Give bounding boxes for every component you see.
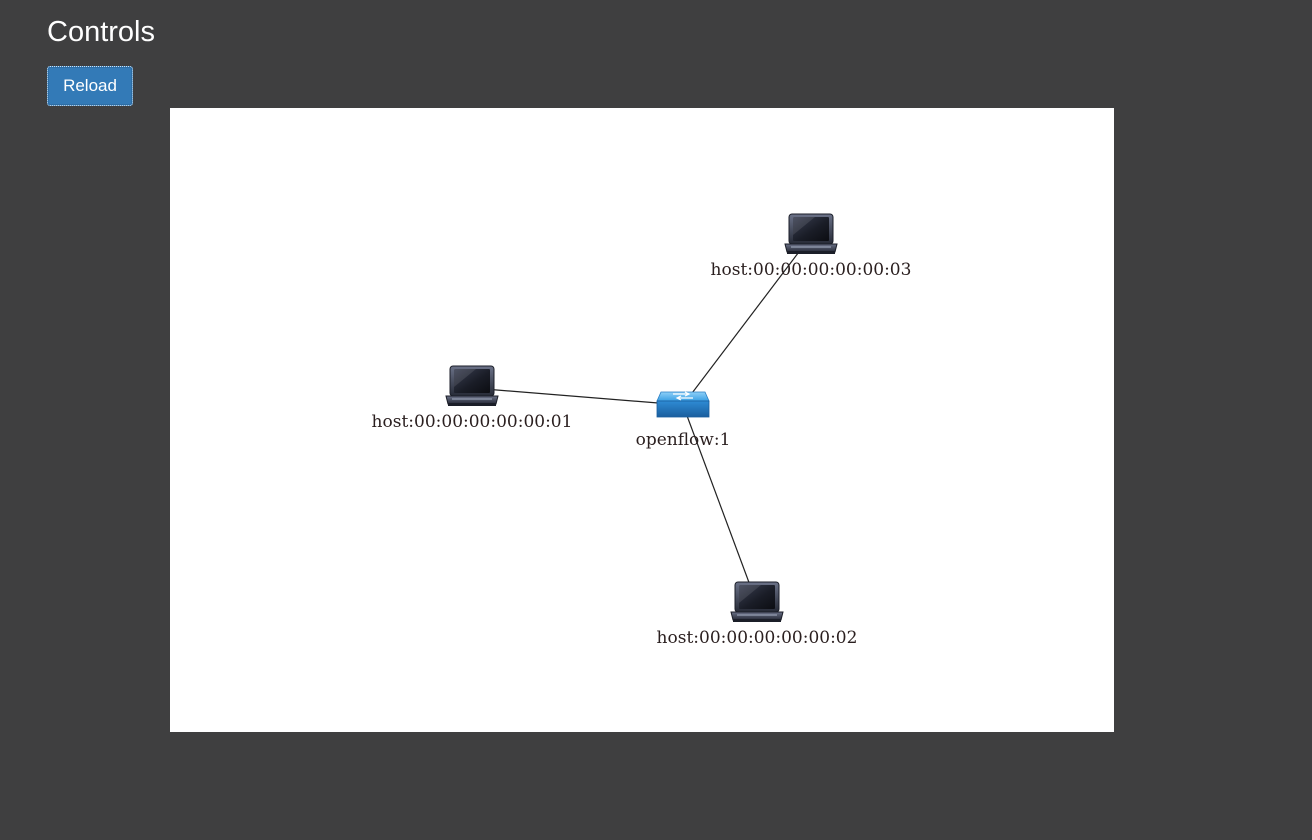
topology-canvas[interactable]: openflow:1 host:00:00:00:00:00:01 host:00:… [170, 108, 1114, 732]
laptop-icon [784, 213, 838, 255]
links-layer [471, 235, 812, 605]
host-node[interactable]: host:00:00:00:00:00:03 [711, 213, 912, 280]
link-switch-1-host-2[interactable] [682, 404, 758, 605]
network-switch-icon [656, 391, 710, 418]
link-switch-1-host-3[interactable] [682, 235, 812, 406]
nodes-layer: openflow:1 host:00:00:00:00:00:01 host:00:… [372, 213, 912, 648]
page-title: Controls [47, 16, 155, 48]
node-label: host:00:00:00:00:00:01 [372, 412, 573, 432]
switch-node[interactable]: openflow:1 [636, 391, 731, 450]
reload-button[interactable]: Reload [47, 66, 133, 106]
laptop-icon [445, 365, 499, 407]
host-node[interactable]: host:00:00:00:00:00:02 [657, 581, 858, 648]
node-label: openflow:1 [636, 430, 731, 450]
link-switch-1-host-1[interactable] [471, 387, 684, 406]
host-node[interactable]: host:00:00:00:00:00:01 [372, 365, 573, 432]
laptop-icon [730, 581, 784, 623]
node-label: host:00:00:00:00:00:03 [711, 260, 912, 280]
topology-graph[interactable]: openflow:1 host:00:00:00:00:00:01 host:00:… [170, 108, 1114, 732]
node-label: host:00:00:00:00:00:02 [657, 628, 858, 648]
